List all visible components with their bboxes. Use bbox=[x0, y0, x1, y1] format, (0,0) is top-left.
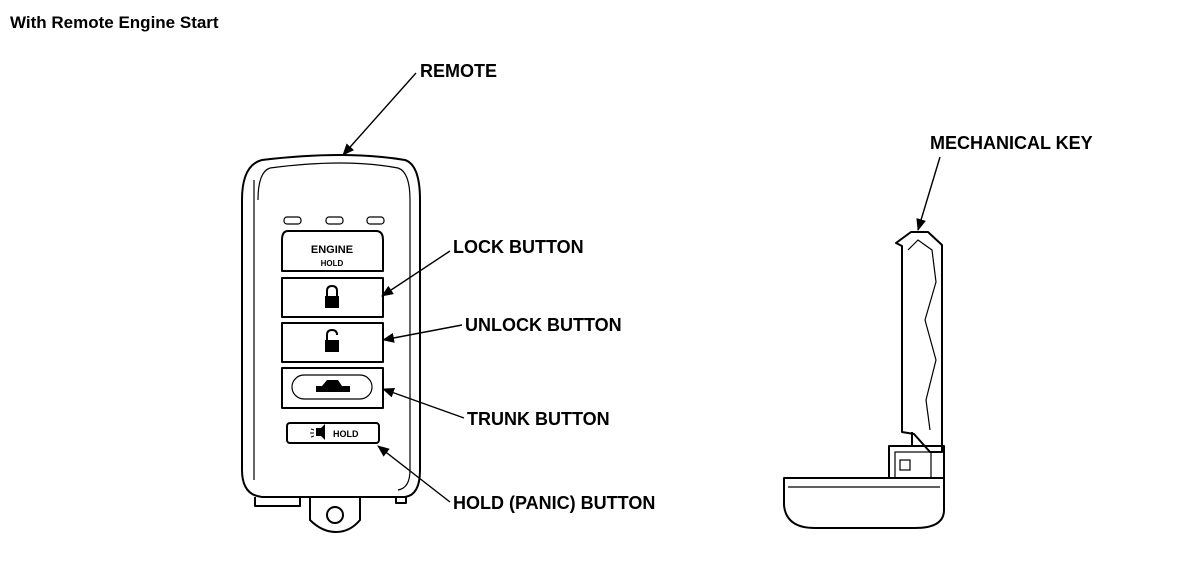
indicator-light bbox=[366, 216, 385, 225]
trunk-button[interactable] bbox=[281, 367, 384, 409]
lock-button[interactable] bbox=[281, 277, 384, 318]
indicator-light bbox=[283, 216, 302, 225]
remote-callout: REMOTE bbox=[420, 61, 497, 81]
car-trunk-icon bbox=[316, 380, 350, 392]
panic-button[interactable]: HOLD bbox=[286, 422, 380, 444]
lock-closed-icon bbox=[325, 284, 339, 308]
engine-button-label: ENGINE bbox=[311, 244, 353, 256]
unlock-button-callout: UNLOCK BUTTON bbox=[465, 315, 622, 335]
horn-icon bbox=[310, 424, 325, 440]
unlock-button[interactable] bbox=[281, 322, 384, 363]
panic-button-label: HOLD bbox=[333, 429, 359, 439]
lock-open-icon bbox=[325, 328, 339, 352]
trunk-button-callout: TRUNK BUTTON bbox=[467, 409, 610, 429]
engine-button-sublabel: HOLD bbox=[321, 259, 344, 268]
engine-start-button[interactable]: ENGINE HOLD bbox=[281, 230, 384, 272]
mechanical-key-callout: MECHANICAL KEY bbox=[930, 133, 1093, 153]
remote-fob: ENGINE HOLD bbox=[241, 154, 421, 533]
lock-button-callout: LOCK BUTTON bbox=[453, 237, 584, 257]
indicator-light bbox=[325, 216, 344, 225]
mechanical-key bbox=[783, 231, 945, 529]
diagram-heading: With Remote Engine Start bbox=[10, 13, 219, 32]
panic-button-callout: HOLD (PANIC) BUTTON bbox=[453, 493, 655, 513]
